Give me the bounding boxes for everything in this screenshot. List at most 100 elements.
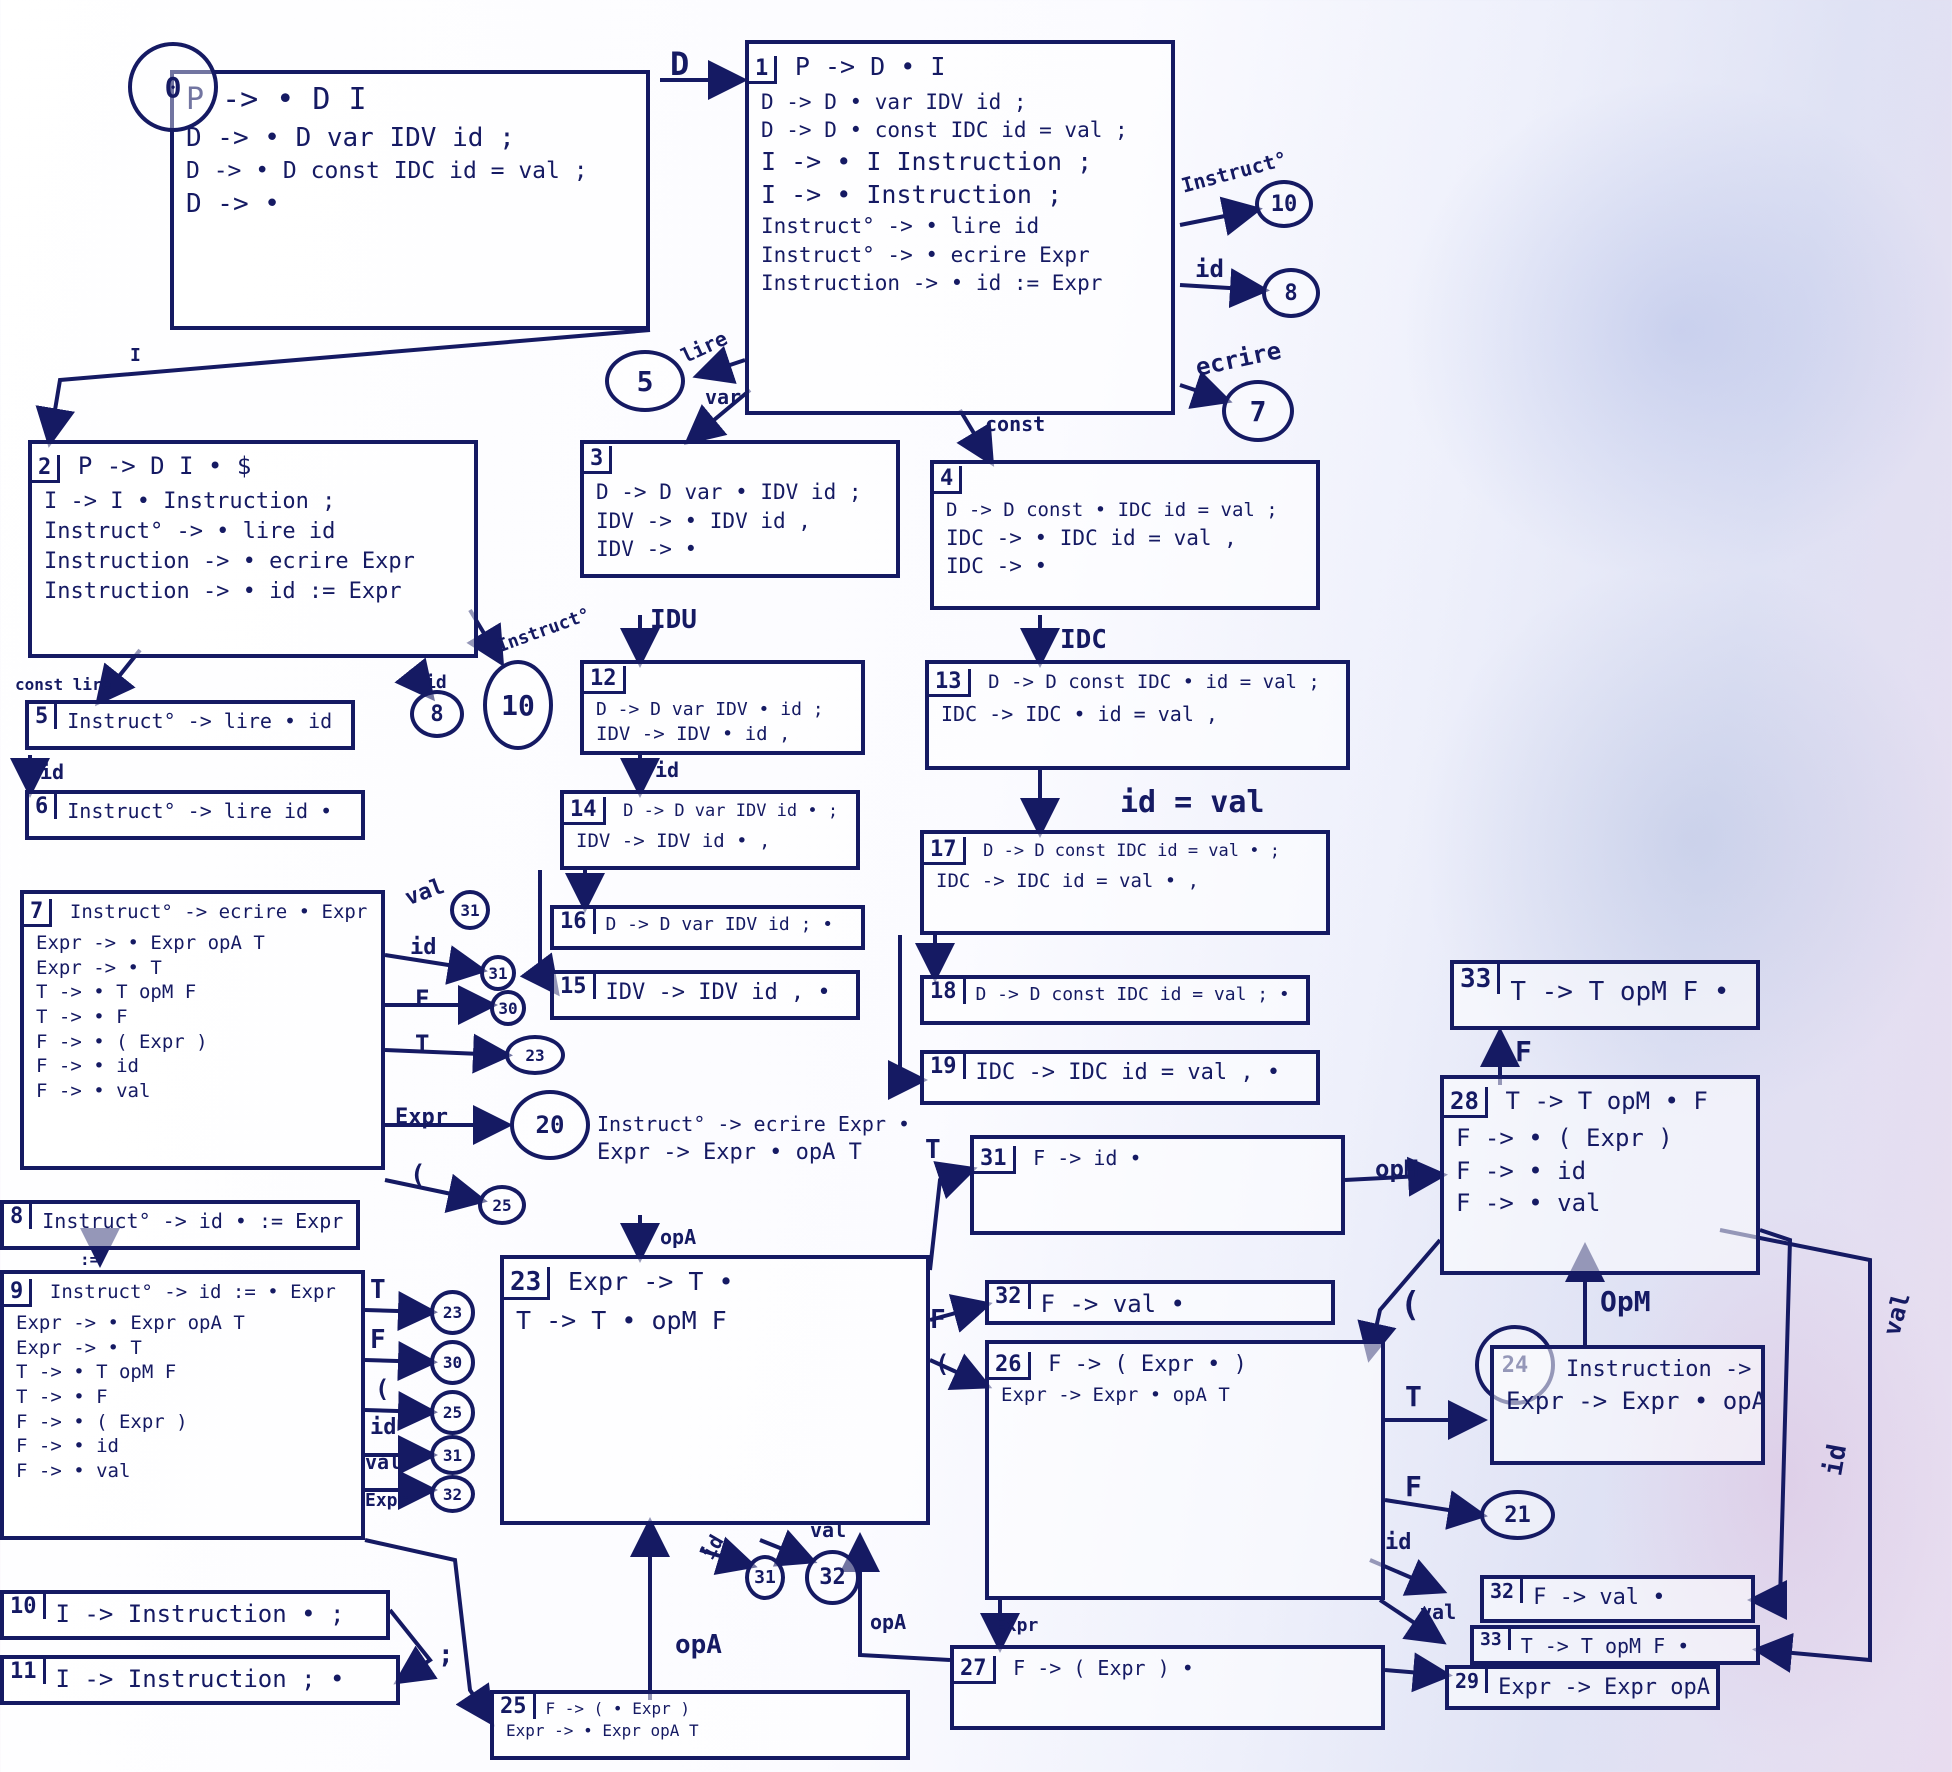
state-item: IDV -> • IDV id , [596, 508, 811, 533]
edge-1-3 [683, 388, 752, 446]
ref-circle: 25 [430, 1390, 475, 1435]
edge-22-31 [699, 1536, 758, 1575]
state-item: F -> val • [1533, 1585, 1666, 1610]
edge-label: Expr [995, 1615, 1039, 1636]
edge-9-25 [364, 1391, 438, 1432]
state-item: I -> Instruction ; • [55, 1665, 345, 1693]
state-number: 10 [4, 1594, 46, 1619]
state-item: D -> D • var IDV id ; [761, 90, 1027, 114]
state-15: 15 IDV -> IDV id , • [550, 970, 860, 1020]
state-item: D -> D var • IDV id ; [596, 480, 862, 504]
ref-circle: 23 [430, 1290, 475, 1335]
state-item: F -> • ( Expr ) [1456, 1124, 1673, 1152]
state-7: 7 Instruct° -> ecrire • Expr Expr -> • E… [20, 890, 385, 1170]
state-item: Expr -> • Expr opA T [506, 1720, 699, 1740]
state-item: F -> ( Expr • ) [1048, 1352, 1247, 1377]
state-item: F -> id • [1033, 1146, 1142, 1170]
ref-circle: 10 [1255, 180, 1313, 228]
edge-label: ( [1400, 1285, 1421, 1325]
state-18: 18 D -> D const IDC id = val ; • [920, 975, 1310, 1025]
state-item: D -> D var IDV id ; • [605, 914, 834, 935]
state-item: Instruct° -> lire • id [67, 709, 333, 733]
state-number: 18 [924, 979, 966, 1004]
state-item: Instruct° -> ecrire • Expr [69, 901, 368, 923]
state-item: Instruct° -> • lire id [761, 214, 1040, 239]
state-number: 29 [1449, 1669, 1489, 1693]
state-number: 7 [24, 899, 53, 927]
state-item: T -> • T opM F [16, 1361, 177, 1384]
state-item: D -> • [186, 188, 280, 219]
state-item: F -> • ( Expr ) [36, 1030, 208, 1053]
ref-circle: 5 [605, 350, 685, 412]
edge-label: val [365, 1450, 402, 1474]
state-number: 13 [929, 669, 971, 697]
state-20-marker: 20 [510, 1090, 590, 1160]
state-31: 32 F -> val • [1480, 1575, 1755, 1623]
state-number: 16 [554, 909, 596, 934]
state-number: 23 [504, 1267, 551, 1300]
edge-1-10 [1179, 196, 1263, 236]
state-number: 33 [1474, 1629, 1511, 1650]
state-number: 28 [1444, 1087, 1488, 1118]
state-item: T -> • T opM F [36, 981, 197, 1004]
state-number: 6 [29, 794, 58, 819]
state-number: 32 [1484, 1579, 1524, 1603]
edge-29-28 [1344, 1156, 1448, 1197]
state-item: D -> D const IDC id = val ; • [975, 984, 1290, 1005]
state-25: 26 F -> ( Expr • ) Expr -> Expr • opA T [985, 1340, 1385, 1600]
state-number: 27 [954, 1656, 996, 1684]
edge-label: Expr [395, 1105, 448, 1130]
state-item: IDC -> IDC id = val , • [975, 1060, 1281, 1085]
edge-label: Expr [365, 1490, 409, 1511]
edge-9-23 [364, 1291, 438, 1332]
edge-7-31 [384, 945, 488, 985]
state-item: IDC -> • [946, 554, 1048, 579]
state-item: Instruct° -> ecrire Expr • [597, 1112, 911, 1136]
state-item: T -> • F [36, 1006, 128, 1029]
state-27: 29 Expr -> Expr opA T • [1445, 1665, 1720, 1710]
edge-label: const lire [15, 675, 112, 694]
edge-1-4 [956, 408, 995, 467]
edge-label: ( [375, 1375, 390, 1403]
state-item: IDV -> IDV id • , [576, 830, 771, 852]
state-item: F -> • id [1456, 1156, 1587, 1185]
state-33: 33 T -> T opM F • [1450, 960, 1760, 1030]
state-item: I -> • Instruction ; [761, 180, 1063, 210]
ref-circle: 23 [505, 1035, 565, 1075]
state-item: F -> ( • Expr ) [545, 1699, 691, 1718]
edge-label: IDU [650, 605, 697, 635]
edge-22-29 [928, 1161, 978, 1271]
edge-label: id [1195, 255, 1224, 283]
ref-circle: 7 [1222, 380, 1294, 442]
edge-label: val [810, 1518, 847, 1542]
state-item: IDV -> IDV • id , [596, 723, 791, 746]
edge-26-27 [1384, 1652, 1453, 1693]
state-item: T -> T opM F • [1510, 977, 1730, 1007]
state-item: Instruct° -> • ecrire Expr [761, 242, 1090, 267]
state-number: 12 [584, 666, 626, 694]
state-number: 14 [564, 797, 606, 825]
state-29: 31 F -> id • [970, 1135, 1345, 1235]
edge-label: id [410, 935, 437, 960]
edge-22-32 [759, 1529, 818, 1567]
state-item: P -> D I • $ [77, 452, 252, 480]
state-item: T -> T • opM F [516, 1306, 727, 1335]
ref-circle: 31 [430, 1435, 475, 1475]
state-number: 33 [1454, 964, 1501, 994]
state-number: 3 [584, 446, 613, 474]
state-0: P -> • D I D -> • D var IDV id ; D -> • … [170, 70, 650, 330]
state-item: Expr -> • Expr opA T [16, 1312, 245, 1334]
edge-26-22 [840, 1532, 951, 1662]
edge-label: IDC [1060, 625, 1107, 655]
state-item: T -> • F [16, 1386, 108, 1409]
state-item: D -> D • const IDC id = val ; [761, 118, 1128, 143]
edge-0-2 [35, 328, 651, 448]
state-item: Expr -> T • [567, 1267, 734, 1296]
state-24: 25 F -> ( • Expr ) Expr -> • Expr opA T [490, 1690, 910, 1760]
edge-9-24 [364, 1538, 495, 1727]
state-8: 8 Instruct° -> id • := Expr [0, 1200, 360, 1250]
edge-17-19 [888, 935, 928, 1100]
state-11: 11 I -> Instruction ; • [0, 1655, 400, 1705]
state-item: F -> ( Expr ) • [1013, 1656, 1194, 1680]
